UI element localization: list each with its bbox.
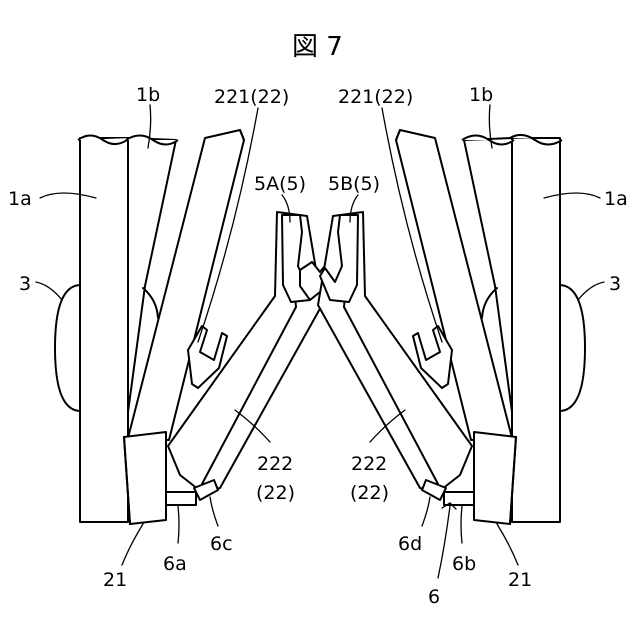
leader-3-right [578,282,604,300]
leader-6d [422,497,430,526]
label-6: 6 [428,586,440,608]
leader-6 [438,506,450,578]
figure-title: 図 7 [292,32,343,62]
base-6a [166,492,196,505]
arc-right [482,288,497,318]
label-5b: 5B(5) [328,173,380,195]
base-6b [444,492,474,505]
leader-6c [210,497,218,526]
leader-21-right [497,524,518,565]
label-6a: 6a [163,553,187,575]
leader-6b [461,506,462,543]
part-3-right [560,285,585,411]
label-1a-left: 1a [8,188,32,210]
label-1a-right: 1a [604,188,628,210]
label-3-right: 3 [609,273,621,295]
block-21-right [474,432,516,524]
label-5a: 5A(5) [254,173,306,195]
block-21-left [124,432,166,524]
label-21-right: 21 [508,569,532,591]
label-6d: 6d [398,533,422,555]
label-1b-left: 1b [136,84,160,106]
label-22-left: (22) [256,482,295,504]
leader-3-left [36,282,62,300]
part-3-left [55,285,80,411]
label-6b: 6b [452,553,476,575]
label-21-left: 21 [103,569,127,591]
leader-6a [178,506,179,543]
label-1b-right: 1b [469,84,493,106]
label-222-right: 222 [351,453,387,475]
arc-left [143,288,158,318]
label-221-left: 221(22) [214,86,289,108]
label-221-right: 221(22) [338,86,413,108]
leader-21-left [122,524,143,565]
label-6c: 6c [210,533,233,555]
label-22-right: (22) [350,482,389,504]
label-3-left: 3 [19,273,31,295]
label-222-left: 222 [257,453,293,475]
